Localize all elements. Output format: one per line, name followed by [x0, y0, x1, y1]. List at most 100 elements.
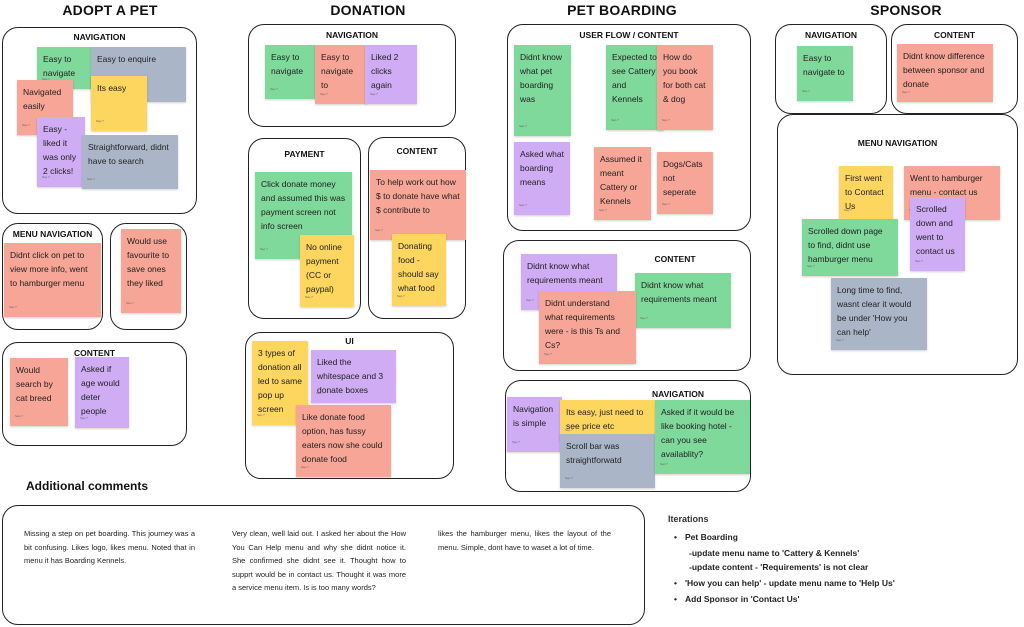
note-text: Dogs/Cats not seperate: [663, 159, 703, 197]
group-boarding-navigation: NAVIGATION: [505, 380, 751, 492]
group-label: UI: [345, 336, 354, 346]
note-text: Asked what boarding means: [520, 149, 564, 187]
sticky-note[interactable]: Easy - liked it was only 2 clicks!Sep 7: [37, 117, 85, 187]
note-text: Didnt know what requirements meant: [641, 280, 717, 304]
note-text: Didnt click on pet to view more info, we…: [10, 250, 88, 288]
group-boarding-content: CONTENT: [503, 240, 751, 371]
group-sponsor-menu-navigation: MENU NAVIGATION: [777, 114, 1018, 375]
sticky-note[interactable]: Asked if it would be like booking hotel …: [655, 400, 750, 474]
group-label: PAYMENT: [284, 149, 325, 159]
sticky-note[interactable]: Like donate food option, has fussy eater…: [296, 405, 391, 477]
note-text: Easy to navigate to: [321, 52, 354, 90]
group-label: CONTENT: [396, 146, 438, 156]
iteration-item: 'How you can help' - update menu name to…: [672, 576, 1017, 590]
note-text: Scroll bar was straightforwatd: [566, 441, 622, 465]
note-text: Expected to see Cattery and Kennels: [612, 52, 657, 104]
note-text: Didnt know what requirements meant: [527, 261, 603, 285]
note-text: Like donate food option, has fussy eater…: [302, 412, 383, 464]
note-text: How do you book for both cat & dog: [663, 52, 706, 104]
iterations-title: Iterations: [668, 514, 709, 524]
note-text: Would search by cat breed: [16, 365, 53, 403]
note-text: First went to Contact Us: [845, 173, 884, 211]
group-label: NAVIGATION: [651, 389, 705, 399]
note-text: Scrolled down page to find, didnt use ha…: [808, 226, 883, 264]
sticky-note[interactable]: Didnt know difference between sponsor an…: [897, 44, 993, 102]
note-text: Long time to find, wasnt clear it would …: [837, 285, 912, 337]
note-text: Went to hamburger menu - contact us: [910, 173, 983, 197]
comment-text: Very clean, well laid out. I asked her a…: [232, 529, 406, 592]
comment-text: likes the hamburger menu, likes the layo…: [438, 529, 611, 552]
sticky-note[interactable]: Scrolled down page to find, didnt use ha…: [802, 219, 898, 276]
note-text: Assumed it meant Cattery or Kennels: [600, 154, 643, 206]
sticky-note[interactable]: Would use favourite to save ones they li…: [121, 229, 181, 313]
column-title-sponsor: SPONSOR: [870, 2, 942, 18]
group-label: NAVIGATION: [804, 30, 858, 40]
note-text: Navigated easily: [23, 87, 62, 111]
iteration-item: Pet Boarding: [672, 530, 1017, 544]
additional-comments-box: [2, 505, 645, 625]
group-donation-navigation: NAVIGATION: [248, 24, 456, 127]
group-label: NAVIGATION: [325, 30, 379, 40]
column-title-boarding: PET BOARDING: [567, 2, 677, 18]
additional-comments-heading: Additional comments: [26, 479, 149, 493]
sticky-note[interactable]: Didnt click on pet to view more info, we…: [4, 243, 101, 317]
iteration-item: Add Sponsor in 'Contact Us': [672, 592, 1017, 606]
note-text: Its easy: [97, 83, 127, 93]
note-text: Its easy, just need to see price etc: [566, 407, 644, 431]
note-text: Would use favourite to save ones they li…: [127, 236, 170, 288]
iteration-subitem: -update content - 'Requirements' is not …: [689, 562, 869, 572]
column-title-donation: DONATION: [330, 2, 406, 18]
note-text: Easy - liked it was only 2 clicks!: [43, 124, 77, 176]
note-text: Donating food - should say what food: [398, 241, 439, 293]
column-title-adopt: ADOPT A PET: [62, 2, 158, 18]
note-text: Didnt know difference between sponsor an…: [903, 51, 985, 89]
group-label: CONTENT: [73, 348, 116, 358]
group-adopt-favourites: [110, 223, 187, 330]
note-text: Didnt know what pet boarding was: [520, 52, 563, 104]
note-text: Liked 2 clicks again: [371, 52, 399, 90]
note-text: Easy to navigate: [43, 54, 76, 78]
note-text: Asked if it would be like booking hotel …: [661, 407, 735, 459]
sticky-note[interactable]: Didnt understand what requirements were …: [539, 291, 636, 364]
note-text: Liked the whitespace and 3 donate boxes: [317, 357, 384, 395]
group-adopt-menu-navigation: MENU NAVIGATION: [2, 223, 103, 330]
group-label: MENU NAVIGATION: [12, 229, 93, 239]
note-text: Asked if age would deter people: [81, 364, 120, 416]
sticky-note[interactable]: Long time to find, wasnt clear it would …: [831, 278, 927, 350]
note-text: Scrolled down and went to contact us: [916, 204, 955, 256]
sticky-note[interactable]: No online payment (CC or paypal)Sep 7: [300, 235, 354, 307]
note-text: No online payment (CC or paypal): [306, 242, 342, 294]
note-text: Easy to enquire: [97, 54, 157, 64]
iteration-subitem: -update menu name to 'Cattery & Kennels': [689, 548, 860, 558]
group-label: CONTENT: [933, 30, 976, 40]
group-adopt-content: CONTENT: [2, 342, 187, 446]
group-label: USER FLOW / CONTENT: [579, 30, 679, 40]
note-text: Navigation is simple: [513, 404, 554, 428]
sticky-note[interactable]: To help work out how $ to donate have wh…: [370, 170, 466, 240]
group-sponsor-content: CONTENT: [891, 24, 1018, 114]
group-label: CONTENT: [654, 254, 696, 264]
group-boarding-user-flow: USER FLOW / CONTENT: [507, 24, 751, 231]
